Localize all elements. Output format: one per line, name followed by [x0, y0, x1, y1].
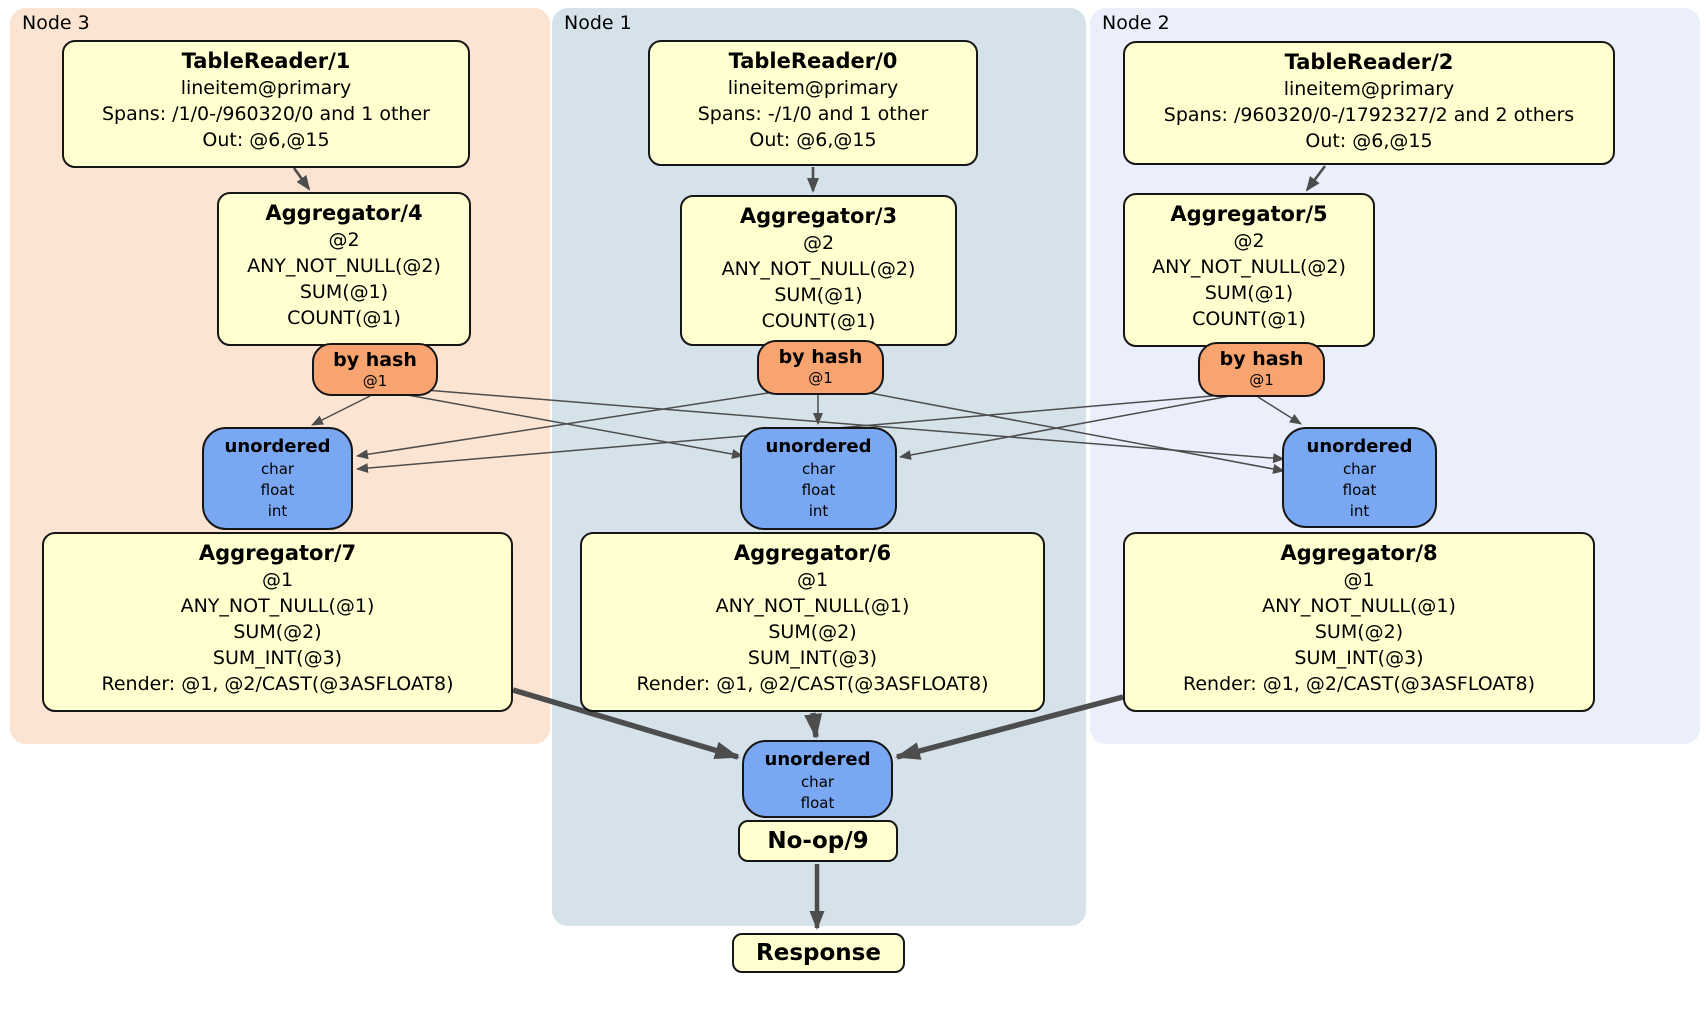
box-line: SUM(@1) — [1204, 282, 1294, 304]
sync-line: char — [800, 773, 835, 791]
box-line: lineitem@primary — [180, 77, 352, 99]
sync-line: int — [808, 502, 829, 520]
box-line: SUM(@2) — [233, 621, 322, 643]
box-title: Aggregator/6 — [733, 541, 892, 565]
noop-9: No-op/9 — [738, 820, 898, 862]
sync-line: int — [267, 502, 288, 520]
hash-router-node1: by hash @1 — [757, 340, 884, 395]
box-line: COUNT(@1) — [761, 310, 876, 332]
tablereader-0: TableReader/0 lineitem@primary Spans: -/… — [648, 40, 978, 166]
box-line: lineitem@primary — [1283, 78, 1455, 100]
aggregator-3: Aggregator/3 @2 ANY_NOT_NULL(@2) SUM(@1)… — [680, 195, 957, 346]
box-title: Aggregator/4 — [265, 201, 423, 225]
box-line: Out: @6,@15 — [1305, 130, 1433, 152]
box-line: ANY_NOT_NULL(@1) — [180, 595, 375, 617]
response: Response — [732, 933, 905, 973]
box-line: SUM(@2) — [1314, 621, 1404, 643]
tablereader-to-aggregator-edges — [292, 165, 1327, 193]
tablereader-2: TableReader/2 lineitem@primary Spans: /9… — [1123, 41, 1615, 165]
router-title: by hash — [333, 349, 417, 371]
sync-line: char — [801, 460, 836, 478]
sync-title: unordered — [764, 749, 871, 770]
aggregator-8: Aggregator/8 @1 ANY_NOT_NULL(@1) SUM(@2)… — [1123, 532, 1595, 712]
unordered-sync-node1: unordered char float int — [740, 427, 897, 530]
box-line: Spans: /960320/0-/1792327/2 and 2 others — [1163, 104, 1575, 126]
box-line: ANY_NOT_NULL(@1) — [1262, 595, 1456, 617]
box-line: Spans: -/1/0 and 1 other — [697, 103, 929, 125]
router-detail: @1 — [808, 369, 833, 387]
box-line: @1 — [1343, 569, 1375, 591]
sync-line: char — [1342, 460, 1377, 478]
box-line: ANY_NOT_NULL(@1) — [715, 595, 910, 617]
node-1-label: Node 1 — [564, 12, 632, 34]
aggregator-5: Aggregator/5 @2 ANY_NOT_NULL(@2) SUM(@1)… — [1123, 193, 1375, 347]
box-line: Out: @6,@15 — [202, 129, 330, 151]
final-merge-edges — [512, 687, 1124, 760]
sync-line: char — [260, 460, 295, 478]
box-title: Aggregator/3 — [739, 204, 898, 228]
box-line: SUM(@1) — [299, 281, 389, 303]
tablereader-1: TableReader/1 lineitem@primary Spans: /1… — [62, 40, 470, 168]
unordered-sync-node2: unordered char float int — [1282, 427, 1437, 528]
router-title: by hash — [778, 346, 863, 368]
box-line: SUM_INT(@3) — [747, 647, 878, 669]
box-title: Aggregator/8 — [1280, 541, 1438, 565]
aggregator-7: Aggregator/7 @1 ANY_NOT_NULL(@1) SUM(@2)… — [42, 532, 513, 712]
box-line: @1 — [261, 569, 294, 591]
box-title: No-op/9 — [767, 828, 869, 854]
box-line: COUNT(@1) — [287, 307, 401, 329]
sync-line: float — [260, 481, 295, 499]
box-title: TableReader/1 — [181, 49, 351, 73]
node-3-label: Node 3 — [22, 12, 90, 34]
box-line: ANY_NOT_NULL(@2) — [247, 255, 441, 277]
box-line: Render: @1, @2/CAST(@3ASFLOAT8) — [1183, 673, 1535, 695]
hash-router-node2: by hash @1 — [1198, 342, 1325, 397]
box-line: SUM(@1) — [774, 284, 863, 306]
box-line: ANY_NOT_NULL(@2) — [721, 258, 916, 280]
node-2-label: Node 2 — [1102, 12, 1170, 34]
aggregator-6: Aggregator/6 @1 ANY_NOT_NULL(@1) SUM(@2)… — [580, 532, 1045, 712]
box-title: TableReader/0 — [728, 49, 898, 73]
box-line: Out: @6,@15 — [749, 129, 877, 151]
router-detail: @1 — [362, 372, 388, 390]
box-line: @2 — [802, 232, 835, 254]
unordered-sync-node3: unordered char float int — [202, 427, 353, 530]
box-line: COUNT(@1) — [1192, 308, 1306, 330]
sync-title: unordered — [765, 436, 872, 457]
router-detail: @1 — [1249, 371, 1274, 389]
box-line: Render: @1, @2/CAST(@3ASFLOAT8) — [101, 673, 454, 695]
hash-router-node3: by hash @1 — [312, 343, 438, 396]
box-line: @2 — [328, 229, 360, 251]
hash-router-mesh-edges — [311, 389, 1302, 474]
box-line: SUM_INT(@3) — [1294, 647, 1424, 669]
box-line: lineitem@primary — [727, 77, 899, 99]
box-line: Spans: /1/0-/960320/0 and 1 other — [102, 103, 430, 125]
box-title: TableReader/2 — [1284, 50, 1454, 74]
unordered-sync-final: unordered char float — [742, 740, 893, 818]
box-line: Render: @1, @2/CAST(@3ASFLOAT8) — [636, 673, 989, 695]
sync-title: unordered — [224, 436, 331, 457]
box-line: @2 — [1233, 230, 1265, 252]
box-line: SUM(@2) — [768, 621, 857, 643]
box-title: Aggregator/7 — [198, 541, 357, 565]
sync-title: unordered — [1306, 436, 1413, 457]
box-line: ANY_NOT_NULL(@2) — [1152, 256, 1346, 278]
box-title: Response — [756, 940, 881, 966]
sync-line: int — [1349, 502, 1370, 520]
sync-line: float — [800, 794, 835, 812]
aggregator-4: Aggregator/4 @2 ANY_NOT_NULL(@2) SUM(@1)… — [217, 192, 471, 346]
router-title: by hash — [1219, 348, 1304, 370]
box-line: SUM_INT(@3) — [212, 647, 343, 669]
box-title: Aggregator/5 — [1170, 202, 1328, 226]
box-line: @1 — [796, 569, 829, 591]
sync-line: float — [801, 481, 836, 499]
sync-line: float — [1342, 481, 1377, 499]
